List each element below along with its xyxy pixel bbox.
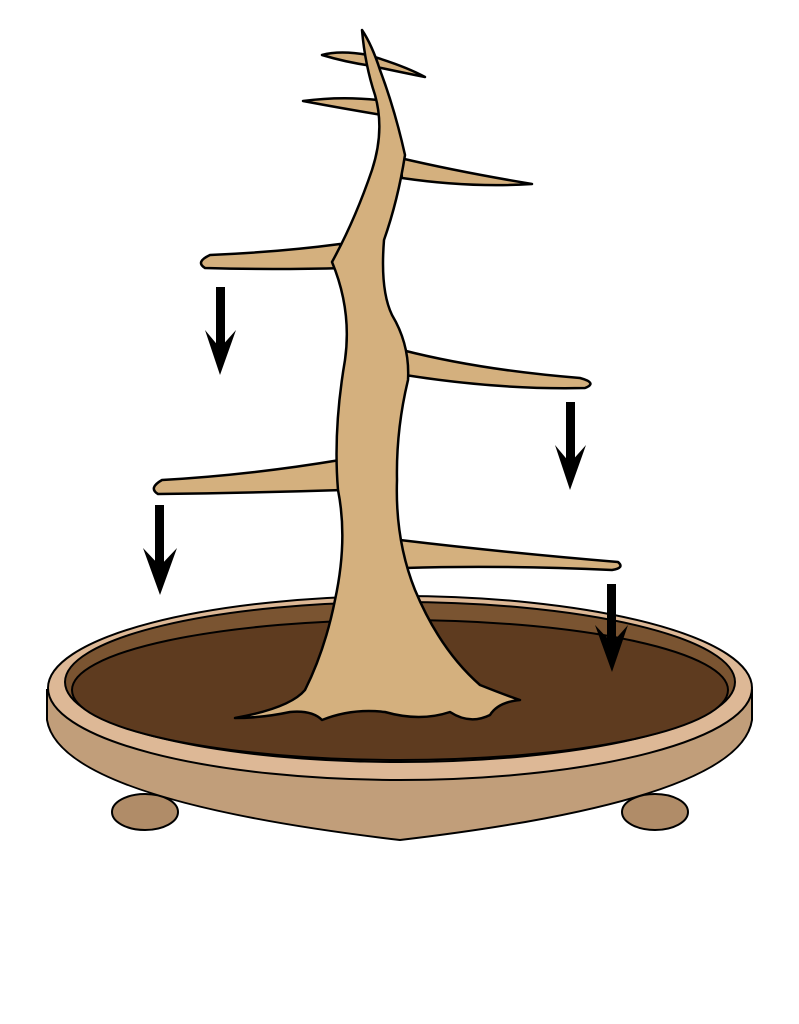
down-arrow-icon (205, 287, 236, 375)
branch-right-3 (398, 538, 622, 572)
branch-right-1 (398, 156, 534, 187)
branch-right-2 (400, 348, 592, 390)
branch-left-1 (199, 242, 347, 271)
down-arrow-icon (595, 584, 628, 672)
down-arrow-icon (143, 505, 177, 595)
pot-foot-left (111, 793, 179, 831)
down-arrow-icon (555, 402, 586, 490)
branch-top-2 (301, 96, 384, 117)
trunk (233, 28, 522, 722)
pot-foot-right (621, 793, 689, 831)
down-arrows (143, 287, 628, 672)
tree (152, 28, 622, 722)
branch-left-2 (152, 458, 345, 496)
